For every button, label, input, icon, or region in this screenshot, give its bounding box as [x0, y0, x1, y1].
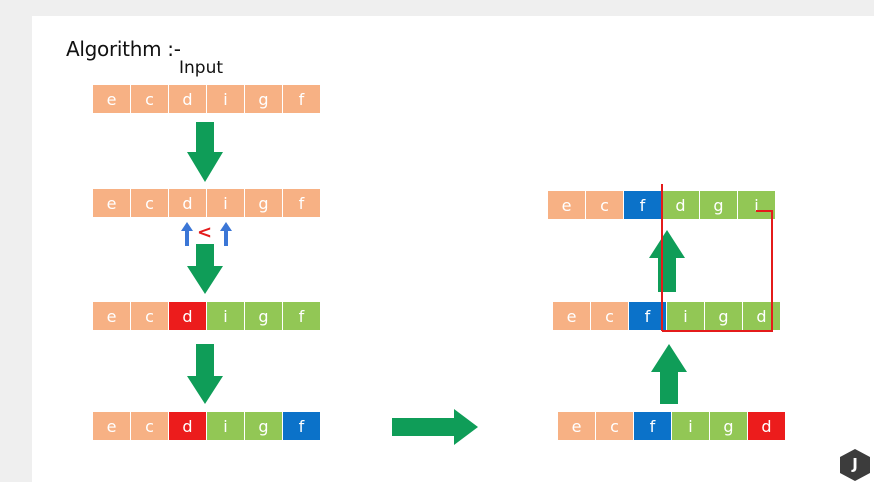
array-cell: f [634, 412, 671, 440]
array-cell: i [207, 412, 244, 440]
right-arrow-icon [392, 409, 478, 445]
array-cell: e [93, 85, 130, 113]
down-arrow-icon [187, 344, 223, 404]
array-cell: d [169, 189, 206, 217]
array-cell: i [207, 85, 244, 113]
less-than-sign: < [197, 222, 213, 243]
array-cell: c [131, 412, 168, 440]
array-cell: d [169, 85, 206, 113]
array-cell: e [558, 412, 595, 440]
array-cell: f [624, 191, 661, 219]
logo-icon [840, 449, 870, 481]
array-cell: e [553, 302, 590, 330]
array-cell: i [738, 191, 775, 219]
array-cell: c [591, 302, 628, 330]
array-cell: d [662, 191, 699, 219]
array-cell: d [748, 412, 785, 440]
array-cell: f [283, 412, 320, 440]
array-cell: e [548, 191, 585, 219]
down-arrow-icon [187, 122, 223, 182]
array-cell: g [245, 412, 282, 440]
array-cell: e [93, 302, 130, 330]
logo-letter: J [852, 455, 858, 473]
array-cell: g [700, 191, 737, 219]
array-cell: g [705, 302, 742, 330]
array-cell: g [710, 412, 747, 440]
array-cell: e [93, 189, 130, 217]
array-cell: c [131, 302, 168, 330]
array-cell: i [672, 412, 709, 440]
array-cell: e [93, 412, 130, 440]
array-cell: i [207, 302, 244, 330]
array-cell: f [283, 189, 320, 217]
array-cell: c [596, 412, 633, 440]
array-cell: g [245, 302, 282, 330]
array-cell: d [743, 302, 780, 330]
up-arrow-icon [649, 230, 685, 292]
algorithm-title: Algorithm :- [66, 37, 181, 61]
array-cell: f [283, 85, 320, 113]
array-cell: f [283, 302, 320, 330]
array-cell: c [586, 191, 623, 219]
down-arrow-icon [187, 244, 223, 294]
array-cell: c [131, 189, 168, 217]
array-cell: c [131, 85, 168, 113]
array-cell: i [207, 189, 244, 217]
array-cell: g [245, 189, 282, 217]
up-arrow-icon [220, 222, 232, 246]
array-cell: d [169, 302, 206, 330]
input-label: Input [179, 58, 224, 78]
up-arrow-icon [651, 344, 687, 404]
up-arrow-icon [181, 222, 193, 246]
array-cell: i [667, 302, 704, 330]
array-cell: g [245, 85, 282, 113]
array-cell: d [169, 412, 206, 440]
array-cell: f [629, 302, 666, 330]
